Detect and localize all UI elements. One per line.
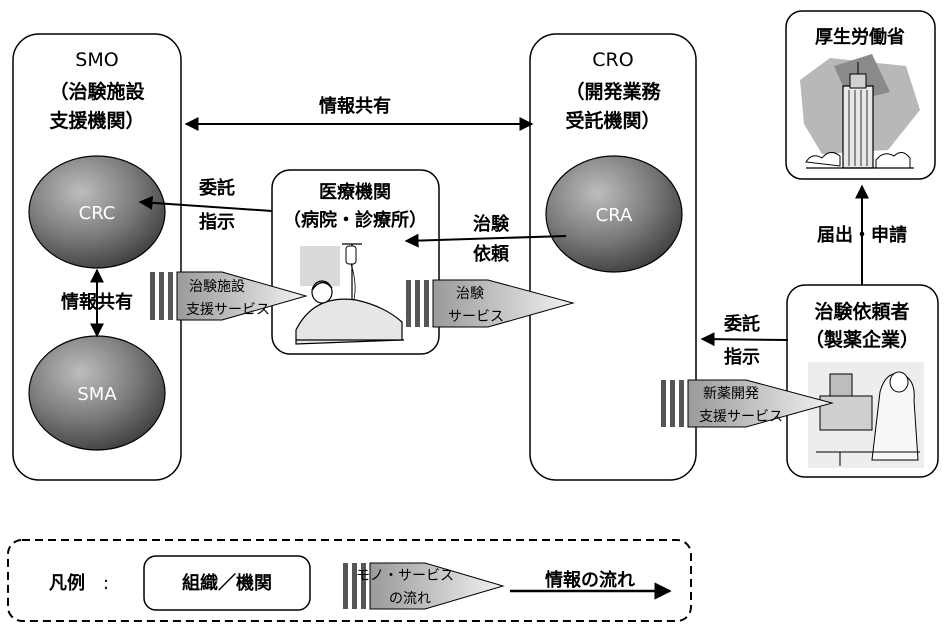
cra-ellipse: CRA — [546, 156, 682, 272]
lab-researcher-icon — [808, 362, 924, 468]
sponsor-title-line1: 治験依頼者 — [814, 300, 909, 323]
trial-service-label-1: 治験 — [456, 286, 484, 302]
mhlw-box: 厚生労働省 — [786, 11, 935, 179]
sma-ellipse: SMA — [29, 336, 165, 450]
legend-info-flow-label: 情報の流れ — [545, 569, 635, 591]
request-label-2: 依頼 — [473, 243, 510, 265]
consign-cro-label-1: 委託 — [723, 313, 760, 335]
hospital-box: 医療機関 （病院・診療所） — [272, 170, 439, 354]
smo-label: SMO — [75, 49, 118, 71]
cro-subtitle-line1: （開発業務 — [565, 80, 661, 103]
cro-subtitle-line2: 受託機関） — [565, 109, 660, 132]
drug-dev-label-1: 新薬開発 — [703, 386, 759, 402]
smo-subtitle-line2: 支援機関） — [48, 109, 144, 132]
mhlw-label: 厚生労働省 — [815, 26, 905, 48]
hospital-title-line1: 医療機関 — [319, 181, 391, 203]
site-support-label-1: 治験施設 — [189, 279, 245, 295]
site-support-label-2: 支援サービス — [186, 302, 270, 318]
crc-label: CRC — [79, 203, 116, 224]
notify-apply-label: 届出・申請 — [817, 224, 907, 246]
consign-arrow-to-cro: 委託 指示 — [702, 313, 788, 368]
trial-service-label-2: サービス — [448, 309, 504, 325]
notify-apply-arrow: 届出・申請 — [817, 186, 907, 285]
info-share-arrow-top: 情報共有 — [186, 95, 532, 124]
sma-label: SMA — [77, 384, 117, 405]
cra-label: CRA — [596, 205, 633, 226]
cro-label: CRO — [592, 49, 633, 71]
consign-crc-label-2: 指示 — [199, 211, 235, 233]
legend-title: 凡例 — [49, 572, 85, 594]
legend-service-label-1: モノ・サービス — [356, 568, 454, 584]
info-share-left-label: 情報共有 — [61, 291, 133, 313]
legend-colon: : — [103, 573, 109, 594]
crc-ellipse: CRC — [29, 156, 165, 268]
request-label-1: 治験 — [473, 213, 510, 235]
hospital-title-line2: （病院・診療所） — [283, 209, 427, 231]
sponsor-title-line2: （製薬企業） — [805, 328, 919, 351]
legend: 凡例 : 組織／機関 モノ・サービス の流れ 情報の流れ — [8, 540, 691, 621]
drug-dev-label-2: 支援サービス — [699, 409, 783, 425]
consign-crc-label-1: 委託 — [198, 177, 235, 199]
legend-service-label-2: の流れ — [389, 591, 431, 607]
sponsor-box: 治験依頼者 （製薬企業） — [787, 285, 938, 477]
consign-cro-label-2: 指示 — [724, 346, 760, 368]
legend-org-box-label: 組織／機関 — [182, 572, 272, 594]
info-share-top-label: 情報共有 — [319, 95, 391, 117]
smo-subtitle-line1: （治験施設 — [49, 80, 145, 103]
